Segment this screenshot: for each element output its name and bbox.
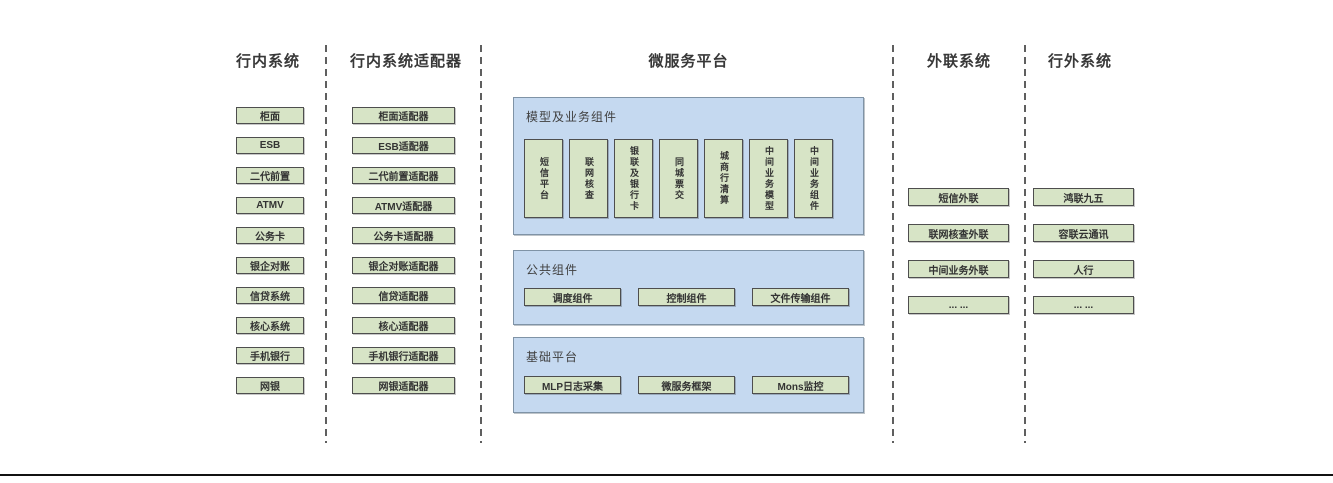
adapter-box: 核心适配器 bbox=[352, 317, 455, 334]
system-box: ESB bbox=[236, 137, 304, 154]
component-box: 文件传输组件 bbox=[752, 288, 849, 306]
external-link-box: ... ... bbox=[908, 296, 1009, 314]
component-label: 中间业务组件 bbox=[809, 145, 819, 212]
component-box: 中间业务组件 bbox=[794, 139, 833, 218]
component-box: 联网核查 bbox=[569, 139, 608, 218]
component-label: 银联及银行卡 bbox=[629, 145, 639, 212]
system-box: 核心系统 bbox=[236, 317, 304, 334]
component-box: Mons监控 bbox=[752, 376, 849, 394]
component-box: 微服务框架 bbox=[638, 376, 735, 394]
system-box: ATMV bbox=[236, 197, 304, 214]
component-label: 城商行清算 bbox=[719, 151, 729, 206]
header-external-link-systems: 外联系统 bbox=[926, 53, 991, 70]
system-box: 信贷系统 bbox=[236, 287, 304, 304]
adapter-box: ESB适配器 bbox=[352, 137, 455, 154]
adapter-box: 二代前置适配器 bbox=[352, 167, 455, 184]
system-box: 公务卡 bbox=[236, 227, 304, 244]
system-box: 网银 bbox=[236, 377, 304, 394]
component-box: 调度组件 bbox=[524, 288, 621, 306]
vertical-component-row: 短信平台 联网核查 银联及银行卡 同城票交 城商行清算 中间业务模型 中间业务组… bbox=[524, 139, 833, 218]
component-box: 同城票交 bbox=[659, 139, 698, 218]
adapter-box: 网银适配器 bbox=[352, 377, 455, 394]
header-external-systems: 行外系统 bbox=[1047, 53, 1112, 70]
external-link-box: 中间业务外联 bbox=[908, 260, 1009, 278]
panel-model-business-components: 模型及业务组件 短信平台 联网核查 银联及银行卡 同城票交 城商行清算 中间业务… bbox=[513, 97, 864, 235]
component-box: 短信平台 bbox=[524, 139, 563, 218]
header-internal-adapters: 行内系统适配器 bbox=[349, 53, 462, 70]
component-box: 控制组件 bbox=[638, 288, 735, 306]
component-label: 联网核查 bbox=[584, 156, 594, 201]
dashed-divider bbox=[480, 45, 482, 443]
external-system-box: 容联云通讯 bbox=[1033, 224, 1134, 242]
component-label: 同城票交 bbox=[674, 156, 684, 201]
adapter-box: 银企对账适配器 bbox=[352, 257, 455, 274]
external-systems-column: 鸿联九五 容联云通讯 人行 ... ... bbox=[1033, 188, 1134, 332]
component-label: 中间业务模型 bbox=[764, 145, 774, 212]
external-system-box: ... ... bbox=[1033, 296, 1134, 314]
adapter-box: 公务卡适配器 bbox=[352, 227, 455, 244]
component-box: 中间业务模型 bbox=[749, 139, 788, 218]
adapter-box: ATMV适配器 bbox=[352, 197, 455, 214]
system-box: 柜面 bbox=[236, 107, 304, 124]
adapter-box: 手机银行适配器 bbox=[352, 347, 455, 364]
component-box: 银联及银行卡 bbox=[614, 139, 653, 218]
panel-title: 模型及业务组件 bbox=[526, 110, 618, 124]
internal-systems-column: 柜面 ESB 二代前置 ATMV 公务卡 银企对账 信贷系统 核心系统 手机银行… bbox=[236, 107, 304, 407]
system-box: 银企对账 bbox=[236, 257, 304, 274]
panel-base-platform: 基础平台 MLP日志采集 微服务框架 Mons监控 bbox=[513, 337, 864, 413]
dashed-divider bbox=[1024, 45, 1026, 443]
bottom-rule bbox=[0, 474, 1333, 476]
component-box: MLP日志采集 bbox=[524, 376, 621, 394]
component-label: 短信平台 bbox=[539, 156, 549, 201]
external-link-box: 短信外联 bbox=[908, 188, 1009, 206]
adapter-box: 柜面适配器 bbox=[352, 107, 455, 124]
panel-title: 基础平台 bbox=[526, 350, 579, 364]
component-row: MLP日志采集 微服务框架 Mons监控 bbox=[524, 376, 849, 394]
dashed-divider bbox=[325, 45, 327, 443]
system-box: 手机银行 bbox=[236, 347, 304, 364]
header-internal-systems: 行内系统 bbox=[235, 53, 300, 70]
external-link-systems-column: 短信外联 联网核查外联 中间业务外联 ... ... bbox=[908, 188, 1009, 332]
header-microservice-platform: 微服务平台 bbox=[648, 53, 729, 70]
dashed-divider bbox=[892, 45, 894, 443]
panel-title: 公共组件 bbox=[526, 263, 579, 277]
panel-common-components: 公共组件 调度组件 控制组件 文件传输组件 bbox=[513, 250, 864, 325]
component-row: 调度组件 控制组件 文件传输组件 bbox=[524, 288, 849, 306]
external-system-box: 鸿联九五 bbox=[1033, 188, 1134, 206]
internal-adapters-column: 柜面适配器 ESB适配器 二代前置适配器 ATMV适配器 公务卡适配器 银企对账… bbox=[352, 107, 455, 407]
external-link-box: 联网核查外联 bbox=[908, 224, 1009, 242]
adapter-box: 信贷适配器 bbox=[352, 287, 455, 304]
system-box: 二代前置 bbox=[236, 167, 304, 184]
external-system-box: 人行 bbox=[1033, 260, 1134, 278]
component-box: 城商行清算 bbox=[704, 139, 743, 218]
